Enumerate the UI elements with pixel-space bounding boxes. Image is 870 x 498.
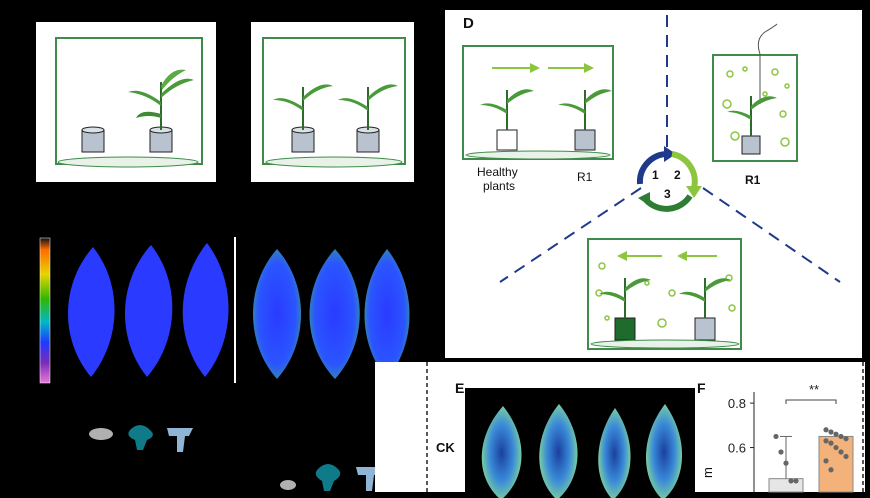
panel-f-point: [778, 449, 784, 455]
colorbar: [39, 237, 51, 384]
panel-f-point: [788, 478, 794, 484]
panel-f-point: [828, 440, 834, 446]
panel-ef-dashed-border: [426, 362, 864, 492]
label-healthy: Healthy: [477, 165, 518, 179]
panel-f-sig-label: **: [809, 382, 819, 397]
cycle-number-1: 1: [652, 168, 659, 182]
panel-f-bar: [818, 435, 854, 493]
leaf-images-left: [67, 237, 410, 383]
panel-f-y-tick-label: 0.6: [728, 441, 746, 456]
panel-f-letter: F: [697, 380, 706, 396]
panel-e-letter: E: [455, 380, 465, 396]
panel-f-point: [833, 444, 839, 451]
panel-f-chart: ** 0.8 0.6: [728, 382, 854, 493]
panel-f-point: [823, 458, 829, 464]
panel-f-point: [843, 436, 849, 442]
panel-f-point: [773, 433, 779, 440]
label-r1-chamber1: R1: [577, 170, 593, 184]
label-plants: plants: [483, 179, 516, 193]
cycle-number-3: 3: [664, 187, 671, 201]
panel-f-y-tick-label: 0.8: [728, 396, 746, 411]
panel-f-point: [793, 478, 799, 484]
chamber-1-plants: [57, 69, 199, 168]
panel-d-letter: D: [463, 15, 474, 32]
panel-f-point: [838, 449, 844, 455]
cycle-number-2: 2: [674, 168, 681, 182]
panel-f-point: [828, 467, 834, 473]
panel-d-chamber-ck-art: [590, 251, 740, 349]
chamber-2-plants: [265, 84, 403, 168]
panel-e-leaves: [465, 388, 695, 498]
panel-f-point: [823, 427, 829, 433]
panel-f-point: [828, 429, 834, 435]
panel-f-sig-bracket: [785, 399, 837, 404]
growth-chamber-1: [55, 37, 203, 165]
label-r1-chamber2: R1: [745, 173, 761, 187]
panel-d-chamber-r1-art: [722, 23, 790, 155]
panel-f-point: [838, 433, 844, 440]
panel-d-chamber-healthy-art: [465, 63, 612, 160]
legend-icons-row1: [89, 425, 193, 452]
panel-f-point: [823, 438, 829, 444]
panel-f-point: [833, 431, 839, 437]
cycle-diagram: [636, 146, 702, 212]
panel-e-row-label: CK: [436, 440, 455, 455]
panel-d-dividers: [499, 15, 841, 283]
panel-f-point: [843, 453, 849, 460]
